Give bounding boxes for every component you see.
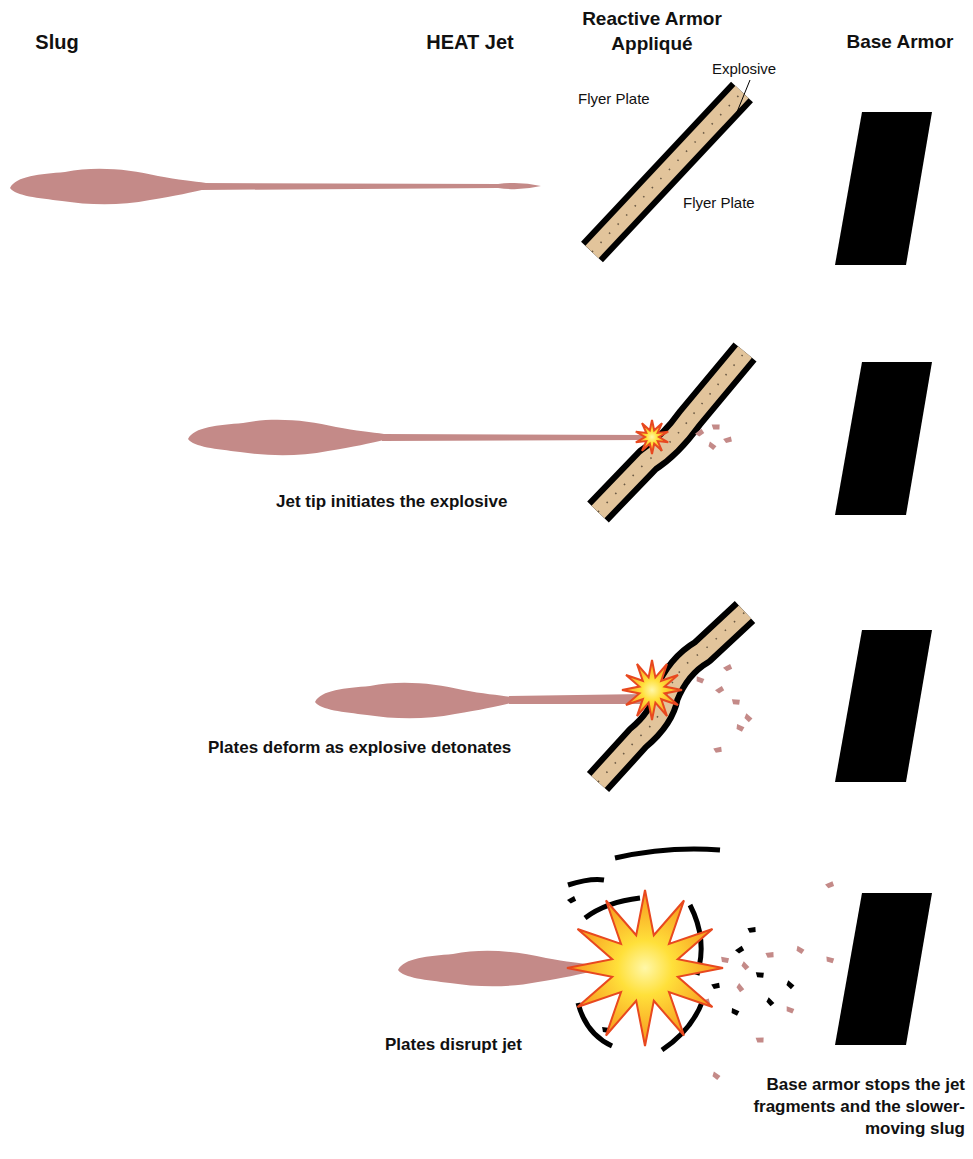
fragment [567,895,577,905]
base-armor [835,112,932,1045]
fragment [735,945,745,955]
fragment [743,713,753,722]
part-name: Base Armor [835,30,965,53]
fragment [785,1006,794,1014]
reactive-armor [592,92,742,252]
explosion [567,420,723,1046]
fragment [735,983,745,993]
reactive-armor [598,352,745,512]
fragment [826,957,835,964]
fragment [795,946,805,955]
explosion-burst [622,660,682,720]
fragment [740,961,750,971]
fragment [711,982,721,990]
fragment [715,685,725,695]
fragment [732,699,740,705]
fragment [711,1071,721,1080]
fragment [765,997,775,1007]
fragment [723,663,733,673]
fragment [735,724,744,732]
fragment [713,746,723,754]
part-name: Flyer Plate [578,90,678,108]
fragment [712,423,721,430]
fragment [756,1036,765,1043]
part-name: Reactive Armor Appliqué [562,6,742,56]
fragment [825,880,835,889]
fragment [721,957,729,963]
fragment [765,951,774,959]
part-name: Slug [22,30,92,54]
explosion-burst [636,420,668,454]
step-caption: Jet tip initiates the explosive [276,492,576,512]
heat-jet [10,169,541,204]
part-name: HEAT Jet [405,30,535,54]
fragment [730,1008,739,1016]
fragment [707,441,717,450]
heat-jet [315,683,645,718]
fragments [567,423,835,1080]
reactive-armor [598,612,745,782]
leader-line [737,80,750,112]
part-name: Explosive [712,60,812,78]
explosion-burst [567,890,723,1046]
fragment [756,972,764,979]
fragment [695,428,705,438]
step-caption: Plates deform as explosive detonates [208,738,568,758]
fragment [695,676,704,684]
heat-jet [188,420,645,455]
fragment [785,980,795,989]
step-caption: Plates disrupt jet [385,1035,585,1055]
part-name: Flyer Plate [683,194,783,212]
fragment [723,436,733,445]
step-caption: Base armor stops the jet fragments and t… [745,1074,965,1140]
fragment [747,926,756,934]
